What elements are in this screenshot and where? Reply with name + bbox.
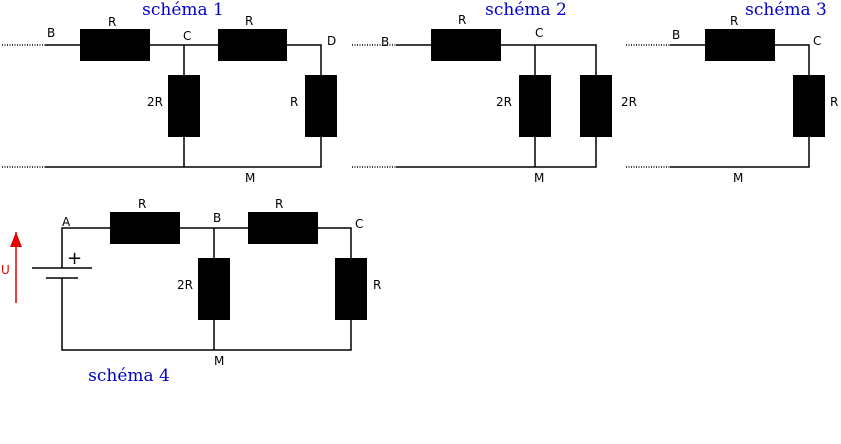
schema-2-resistor-label: R <box>458 13 466 27</box>
schema-1-node-c: C <box>183 29 191 43</box>
schema-3-resistor-label: R <box>830 95 838 109</box>
schema-3-node-m: M <box>733 171 743 185</box>
schema-2-wire <box>501 44 597 75</box>
schema-2-wire <box>396 137 597 168</box>
schema-4-node-b: B <box>213 211 221 225</box>
schema-3-wire <box>775 44 810 75</box>
schema-4-resistor-bc <box>248 212 318 244</box>
schema-4-voltage-label: U <box>1 263 10 277</box>
schema-4-wire <box>61 227 110 268</box>
schema-2-node-c: C <box>535 26 543 40</box>
schema-1-resistor-label: R <box>245 14 253 28</box>
schema-2-resistor-label: 2R <box>496 95 512 109</box>
schema-3-node-c: C <box>813 34 821 48</box>
schema-4: schéma 4 U + A B C M R R 2R R <box>1 197 381 386</box>
schema-4-resistor-label: R <box>275 197 283 211</box>
schema-1-resistor-cm <box>168 75 200 137</box>
schema-4-resistor-label: R <box>373 278 381 292</box>
schema-1-wire <box>45 137 322 168</box>
schema-4-resistor-label: R <box>138 197 146 211</box>
schema-1-wire <box>287 44 322 75</box>
battery-plus-sign: + <box>67 248 82 269</box>
schema-1-resistor-bc <box>80 29 150 61</box>
schema-1-resistor-label: R <box>290 95 298 109</box>
schema-1-title: schéma 1 <box>142 0 224 20</box>
schema-2-resistor-cm-parallel <box>580 75 612 137</box>
schema-3-resistor-cm <box>793 75 825 137</box>
schema-2-resistor-bc <box>431 29 501 61</box>
schema-4-node-c: C <box>355 217 363 231</box>
schema-3-wire <box>670 137 810 168</box>
schema-1-resistor-label: R <box>108 15 116 29</box>
schema-2-resistor-label: 2R <box>621 95 637 109</box>
schema-1: schéma 1 B C D M R R 2R R <box>2 0 337 185</box>
schema-4-resistor-bm <box>198 258 230 320</box>
schema-3-resistor-label: R <box>730 14 738 28</box>
schema-4-resistor-label: 2R <box>177 278 193 292</box>
schema-2-node-b: B <box>381 35 389 49</box>
schema-1-node-b: B <box>47 26 55 40</box>
schema-3-resistor-bc <box>705 29 775 61</box>
schema-2-resistor-cm <box>519 75 551 137</box>
schema-1-node-d: D <box>327 34 336 48</box>
schema-4-resistor-cm <box>335 258 367 320</box>
schema-4-title: schéma 4 <box>88 366 170 386</box>
schema-1-resistor-label: 2R <box>147 95 163 109</box>
schema-1-resistor-cd <box>218 29 287 61</box>
schema-1-resistor-dm <box>305 75 337 137</box>
schema-4-wire <box>318 227 352 258</box>
schema-3-node-b: B <box>672 28 680 42</box>
schema-3-title: schéma 3 <box>745 0 827 20</box>
schema-1-node-m: M <box>245 171 255 185</box>
schema-2-title: schéma 2 <box>485 0 567 20</box>
schema-2-node-m: M <box>534 171 544 185</box>
schema-4-node-a: A <box>62 215 71 229</box>
schema-4-wire <box>61 278 352 351</box>
schema-4-node-m: M <box>214 354 224 368</box>
schema-3: schéma 3 B C M R R <box>626 0 838 185</box>
schema-2: schéma 2 B C M R 2R 2R <box>352 0 637 185</box>
schema-4-resistor-ab <box>110 212 180 244</box>
